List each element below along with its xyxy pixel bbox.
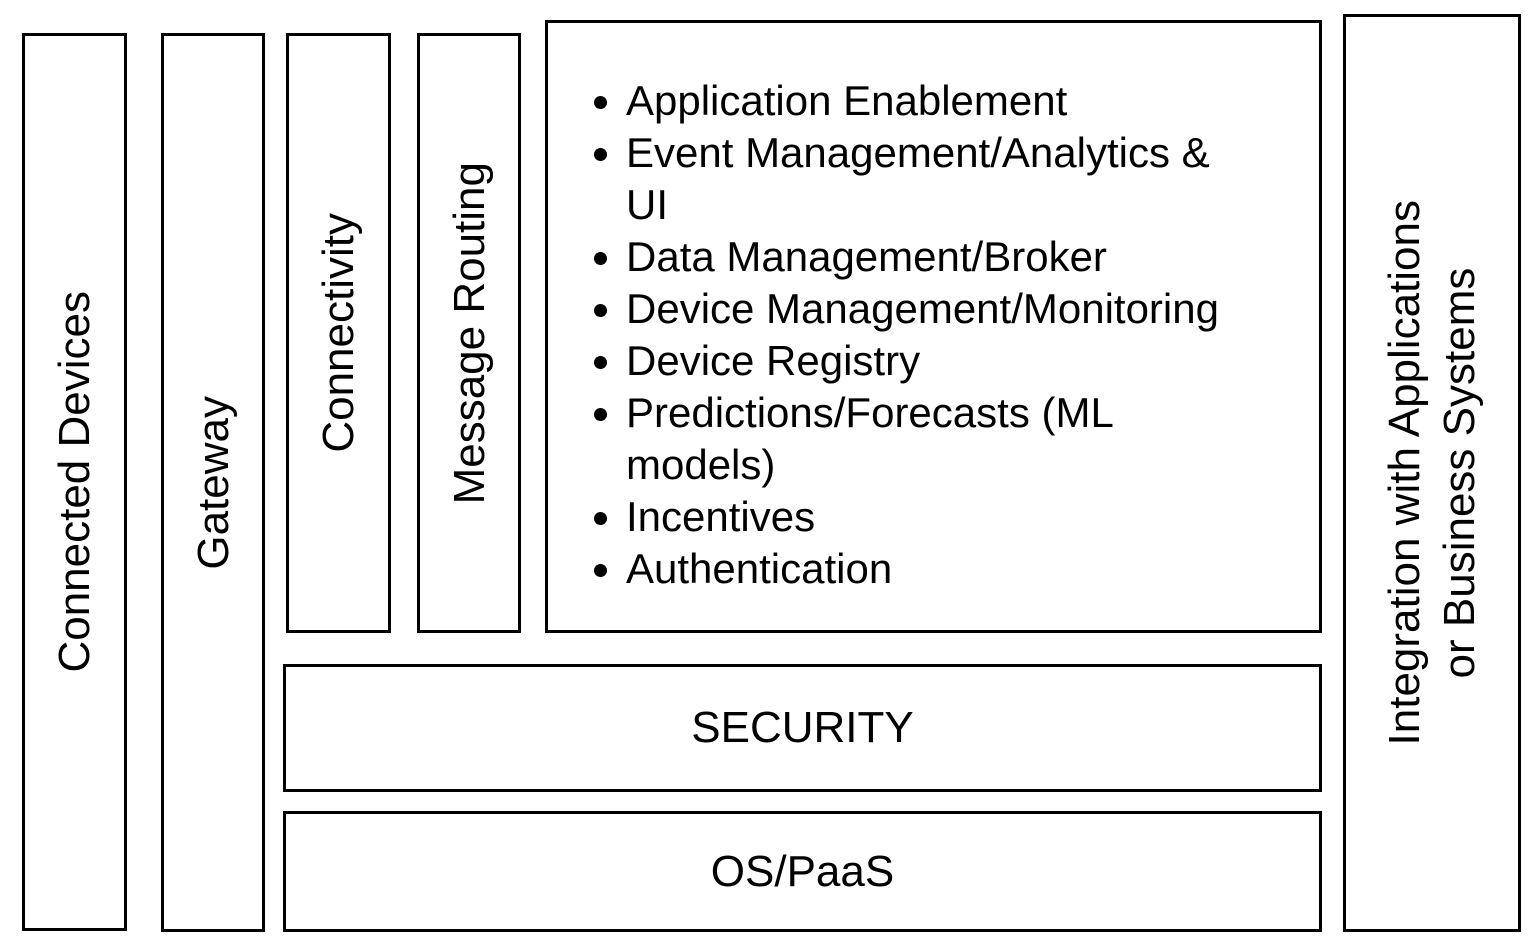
platform-service-item: Device Registry [626,335,1256,387]
box-connectivity: Connectivity [286,33,391,633]
connectivity-label: Connectivity [314,213,363,453]
gateway-label: Gateway [188,395,238,570]
platform-service-item: Event Management/Analytics & UI [626,127,1256,231]
box-integration: Integration with Applications or Busines… [1343,14,1521,932]
message-routing-label: Message Routing [444,161,494,505]
integration-label-line2: or Business Systems [1435,267,1484,679]
box-security-layer: SECURITY [283,664,1322,792]
platform-service-item: Data Management/Broker [626,231,1256,283]
box-message-routing: Message Routing [417,33,521,633]
platform-service-item: Device Management/Monitoring [626,283,1256,335]
integration-label-line1: Integration with Applications [1380,200,1429,746]
platform-services-list: Application EnablementEvent Management/A… [548,23,1256,595]
platform-service-item: Incentives [626,491,1256,543]
box-connected-devices: Connected Devices [22,33,127,931]
box-platform-services: Application EnablementEvent Management/A… [545,20,1322,633]
integration-label: Integration with Applications or Busines… [1377,200,1487,745]
platform-service-item: Predictions/Forecasts (ML models) [626,387,1256,491]
box-os-paas-layer: OS/PaaS [283,811,1322,932]
platform-service-item: Application Enablement [626,75,1256,127]
os-paas-label: OS/PaaS [710,846,895,896]
platform-service-item: Authentication [626,543,1256,595]
box-gateway: Gateway [161,33,265,932]
connected-devices-label: Connected Devices [50,291,99,673]
security-label: SECURITY [691,703,914,752]
